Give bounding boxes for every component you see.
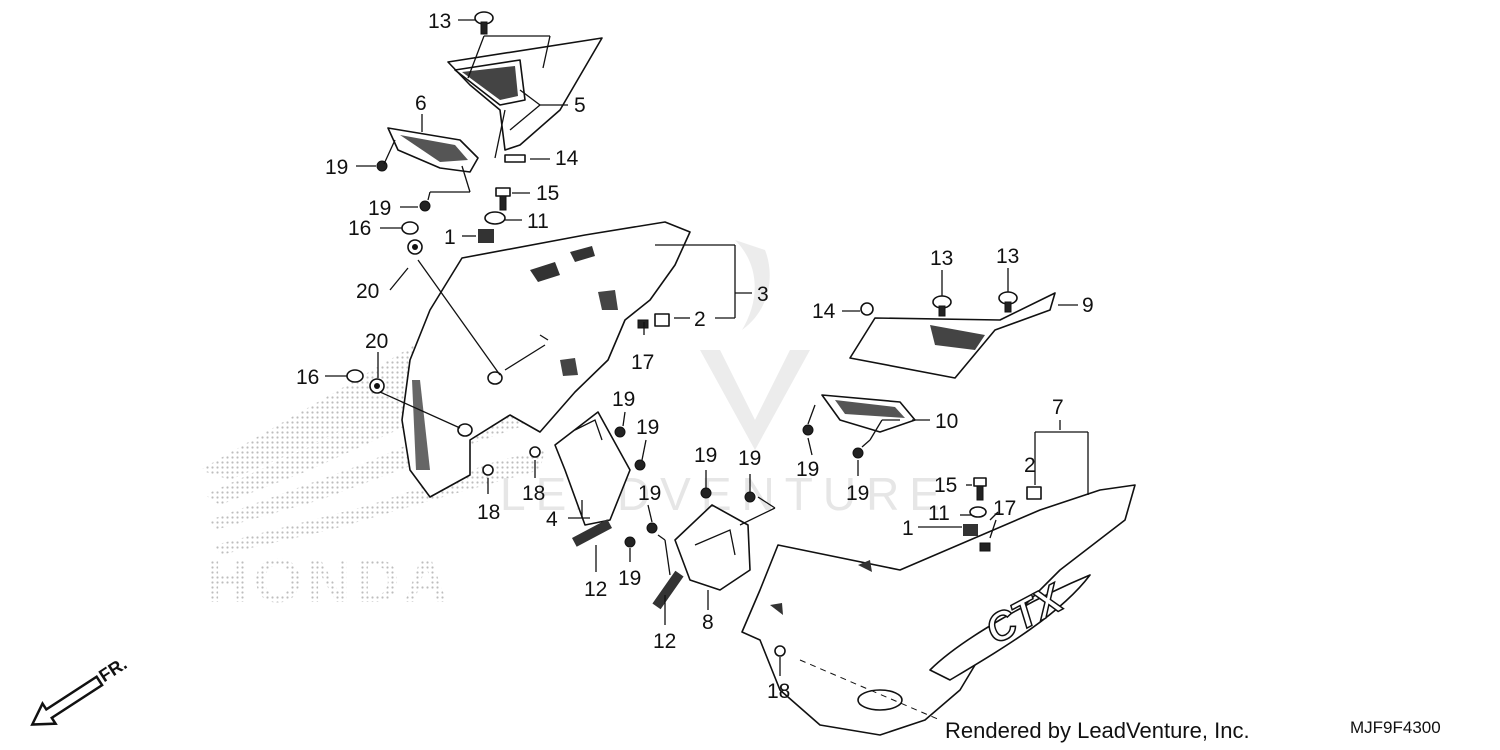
diagram-code: MJF9F4300 [1350,718,1441,737]
part-6-bracket [387,127,479,173]
callout-1: 1 [902,517,914,540]
callout-14: 14 [555,147,579,170]
callout-2: 2 [694,308,706,331]
callout-15: 15 [934,474,957,497]
part-8-inner-cover [674,504,751,591]
callout-3: 3 [757,283,769,306]
callout-8: 8 [702,611,714,634]
callout-9: 9 [1082,294,1094,317]
callout-17: 17 [631,351,654,374]
callout-12: 12 [653,630,676,653]
callout-13: 13 [930,247,953,270]
callout-13: 13 [428,10,451,33]
callout-19: 19 [694,444,717,467]
callout-2: 2 [1024,454,1036,477]
callout-16: 16 [296,366,319,389]
callout-19: 19 [325,156,348,179]
callout-19: 19 [612,388,635,411]
callout-20: 20 [356,280,379,303]
front-direction-indicator: FR. [30,653,131,726]
callout-11: 11 [928,502,950,525]
callout-19: 19 [738,447,761,470]
part-3-left-cowl [401,221,691,498]
part-4-inner-bracket [554,411,631,526]
callout-4: 4 [546,508,558,531]
callout-15: 15 [536,182,559,205]
callout-5: 5 [574,94,586,117]
callout-18: 18 [767,680,790,703]
callout-10: 10 [935,410,958,433]
callout-7: 7 [1052,396,1064,419]
callout-6: 6 [415,92,427,115]
honda-watermark: HONDA [205,547,452,616]
callout-19: 19 [618,567,641,590]
leader-lines [325,19,1089,676]
callout-11: 11 [527,210,549,233]
callout-19: 19 [796,458,819,481]
part-9-right-top-cover [849,292,1056,379]
render-credit: Rendered by LeadVenture, Inc. [945,718,1250,743]
front-arrow-icon [30,675,104,726]
callout-20: 20 [365,330,388,353]
callout-16: 16 [348,217,371,240]
callout-14: 14 [812,300,836,323]
callout-13: 13 [996,245,1019,268]
callout-labels: 13 5 6 14 19 19 15 11 1 16 20 3 2 17 20 … [296,10,1094,703]
callout-19: 19 [636,416,659,439]
callout-19: 19 [638,482,661,505]
callout-18: 18 [522,482,545,505]
part-12-strips [571,519,684,610]
callout-1: 1 [444,226,456,249]
part-10-right-bracket [821,394,916,433]
callout-17: 17 [993,497,1016,520]
callout-12: 12 [584,578,607,601]
callout-18: 18 [477,501,500,524]
callout-19: 19 [368,197,391,220]
callout-19: 19 [846,482,869,505]
